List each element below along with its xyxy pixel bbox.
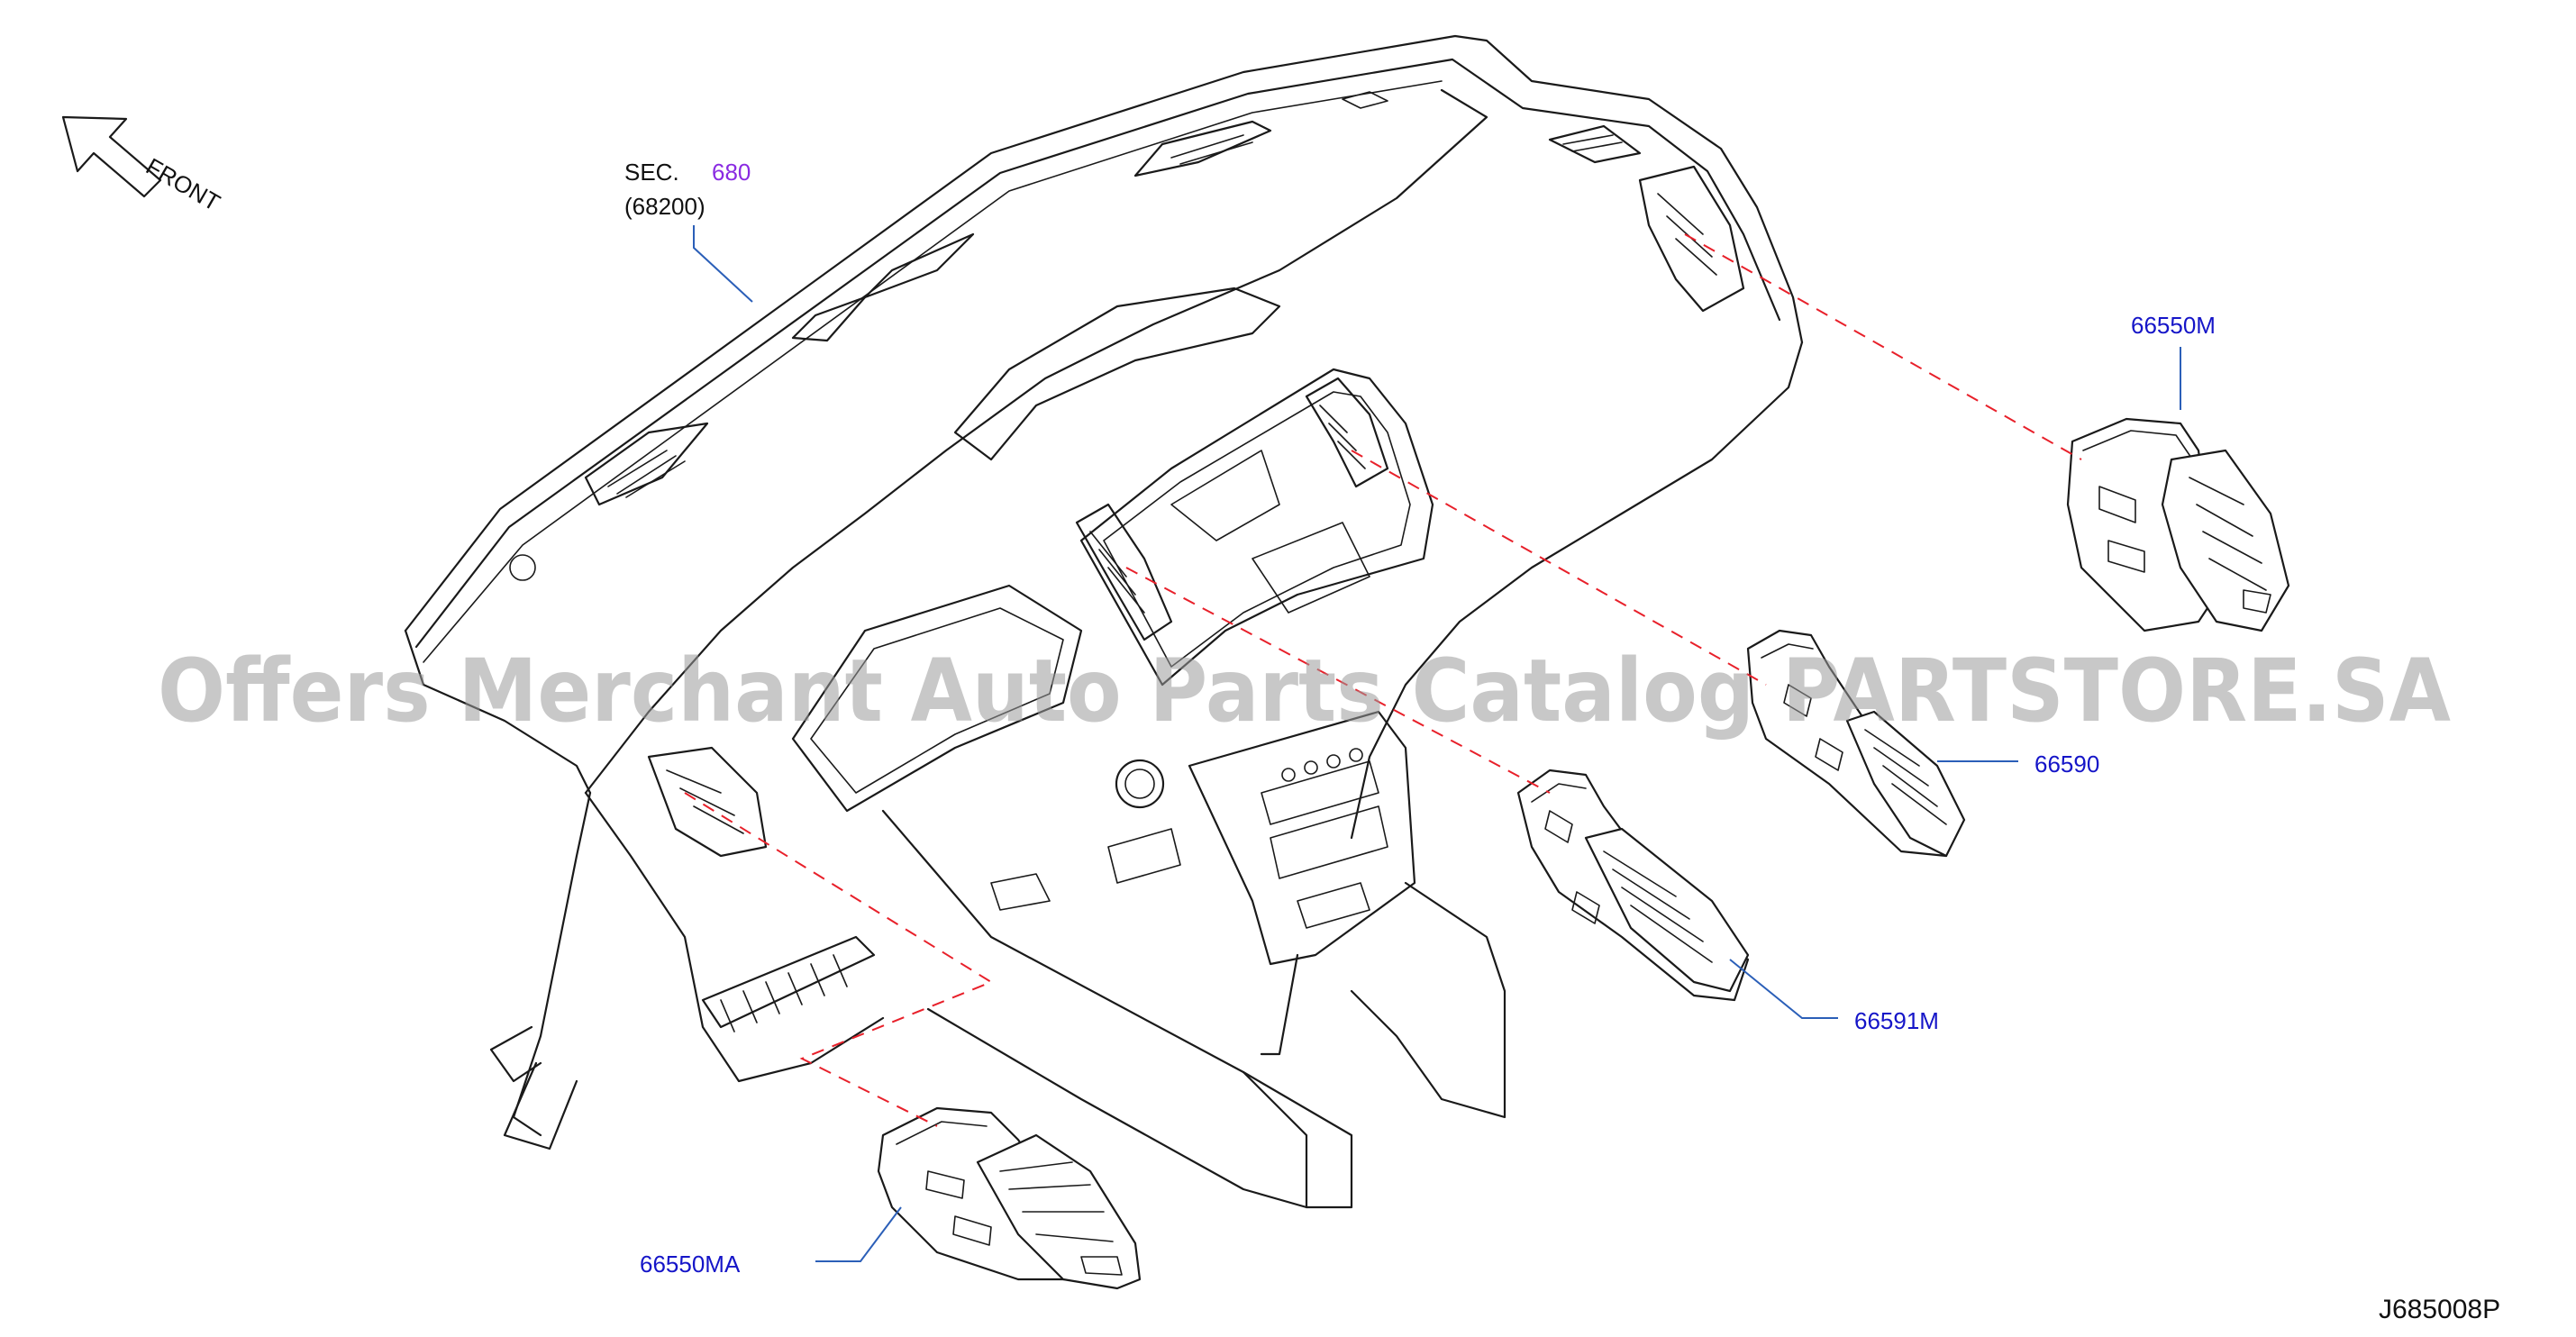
part-label-66591m[interactable]: 66591M bbox=[1854, 1007, 1939, 1034]
vent-66590-drawing bbox=[1746, 629, 1966, 858]
front-arrow-icon bbox=[61, 115, 162, 198]
part-label-66590[interactable]: 66590 bbox=[2034, 750, 2099, 778]
section-sub-number: (68200) bbox=[624, 193, 705, 220]
watermark-text: Offers Merchant Auto Parts Catalog PARTS… bbox=[158, 641, 2451, 741]
drawing-reference: J685008P bbox=[2379, 1295, 2500, 1324]
leader-lines bbox=[693, 225, 2181, 1262]
vent-66550m-drawing bbox=[2066, 417, 2290, 632]
vent-66550ma-drawing bbox=[877, 1106, 1142, 1290]
section-prefix: SEC. bbox=[624, 159, 679, 186]
instrument-panel-drawing bbox=[404, 34, 1804, 1209]
part-label-66550ma[interactable]: 66550MA bbox=[640, 1251, 741, 1278]
part-label-66550m[interactable]: 66550M bbox=[2131, 312, 2216, 339]
vent-66591m-drawing bbox=[1516, 769, 1750, 1002]
assembly-lines bbox=[684, 233, 2082, 1127]
section-number-link[interactable]: 680 bbox=[712, 159, 751, 186]
